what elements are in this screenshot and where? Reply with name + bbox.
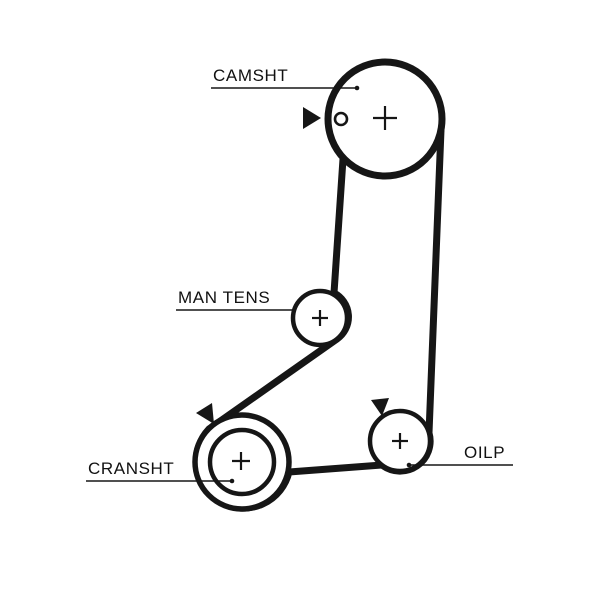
crankshaft-timing-arrow-icon — [196, 403, 214, 424]
crankshaft-leader-dot — [229, 478, 235, 484]
camshaft-leader-dot — [354, 85, 360, 91]
oil-pump-timing-arrow-icon — [371, 398, 389, 416]
camshaft-label: CAMSHT — [213, 66, 288, 85]
oil-pump-center-mark-icon — [392, 433, 408, 449]
oil-pump-label: OILP — [464, 443, 505, 462]
camshaft-alignment-hole-icon — [333, 111, 349, 127]
oil-pump-label-group: OILP — [406, 443, 513, 468]
camshaft-center-mark-icon — [373, 106, 397, 130]
crankshaft-label-group: CRANSHT — [86, 459, 235, 484]
camshaft-label-group: CAMSHT — [211, 66, 360, 91]
crankshaft-center-mark-icon — [232, 452, 250, 470]
crankshaft-label: CRANSHT — [88, 459, 174, 478]
tensioner-label: MAN TENS — [178, 288, 270, 307]
camshaft-timing-arrow-icon — [303, 107, 321, 129]
oil-pump-leader-dot — [406, 462, 412, 468]
tensioner-label-group: MAN TENS — [176, 288, 295, 311]
tensioner-center-mark-icon — [312, 310, 328, 326]
